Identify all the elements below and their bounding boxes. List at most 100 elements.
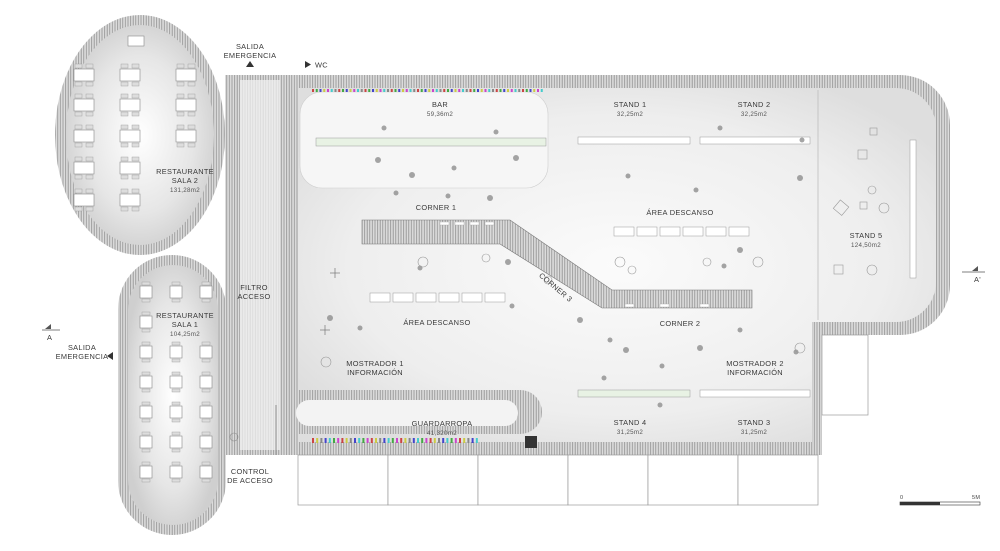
dining-table bbox=[175, 93, 197, 117]
right-annex bbox=[821, 334, 869, 416]
control-post bbox=[229, 432, 239, 442]
emergency-exit-top-sublabel: EMERGENCIA bbox=[224, 51, 277, 60]
stand4-label: STAND 4 bbox=[614, 418, 647, 427]
restaurante-sala2-tables bbox=[73, 35, 197, 212]
section-mark-left-label: A bbox=[47, 333, 52, 342]
stand3-area: 31,25m2 bbox=[741, 429, 767, 436]
restaurante1-label: RESTAURANTE bbox=[156, 311, 214, 320]
dining-table bbox=[119, 93, 141, 117]
guardarropa-label: GUARDARROPA bbox=[412, 419, 473, 428]
restaurante-sala1-tables bbox=[139, 281, 213, 483]
restaurante2-label: RESTAURANTE bbox=[156, 167, 214, 176]
dining-table bbox=[175, 124, 197, 148]
mostrador2-label: MOSTRADOR 2 bbox=[726, 359, 784, 368]
guardarropa-floor bbox=[296, 400, 518, 426]
bar-label: BAR bbox=[432, 100, 448, 109]
mostrador1-label: MOSTRADOR 1 bbox=[346, 359, 404, 368]
control-sublabel: DE ACCESO bbox=[227, 476, 273, 485]
emergency-exit-left-arrow-icon bbox=[107, 352, 113, 360]
wc-label: WC bbox=[315, 61, 328, 70]
bar-display-items bbox=[312, 89, 543, 92]
bar-area: 59,36m2 bbox=[427, 111, 453, 118]
access-marker bbox=[525, 436, 537, 448]
dining-table bbox=[175, 63, 197, 87]
rest-area-upper-label: ÁREA DESCANSO bbox=[646, 208, 713, 217]
restaurante-sala1-floor bbox=[128, 265, 218, 525]
emergency-exit-left-sublabel: EMERGENCIA bbox=[56, 352, 109, 361]
cafe-table bbox=[199, 401, 213, 423]
restaurante1-area: 104,25m2 bbox=[170, 331, 200, 338]
control-label: CONTROL bbox=[231, 467, 269, 476]
cafe-table bbox=[169, 341, 183, 363]
cafe-table bbox=[139, 371, 153, 393]
mostrador1-sublabel: INFORMACIÓN bbox=[347, 368, 403, 377]
cafe-table bbox=[169, 401, 183, 423]
crosshair-marks bbox=[320, 268, 340, 335]
restaurante2-area: 131,28m2 bbox=[170, 187, 200, 194]
dining-table bbox=[119, 124, 141, 148]
cafe-table bbox=[139, 431, 153, 453]
stand2-label: STAND 2 bbox=[738, 100, 771, 109]
corner-wall bbox=[361, 219, 753, 309]
cafe-table bbox=[199, 371, 213, 393]
stand5-area: 124,50m2 bbox=[851, 242, 881, 249]
cafe-table bbox=[169, 281, 183, 303]
stand4-area: 31,25m2 bbox=[617, 429, 643, 436]
dining-table bbox=[119, 156, 141, 180]
cafe-table bbox=[199, 461, 213, 483]
stand4-counter bbox=[577, 389, 691, 398]
scale-bar bbox=[899, 501, 981, 506]
service-table bbox=[127, 35, 145, 47]
stand1-area: 32,25m2 bbox=[617, 111, 643, 118]
dining-table bbox=[73, 124, 95, 148]
stand2-area: 32,25m2 bbox=[741, 111, 767, 118]
wc-arrow-icon bbox=[305, 61, 311, 68]
dining-table bbox=[73, 156, 95, 180]
stand3-label: STAND 3 bbox=[738, 418, 771, 427]
emergency-exit-top-label: SALIDA bbox=[236, 42, 264, 51]
scale-bar-end: 5M bbox=[972, 495, 980, 501]
stand5-furniture bbox=[832, 127, 878, 275]
emergency-exit-top-arrow-icon bbox=[246, 61, 254, 67]
filtro-sublabel: ACCESO bbox=[237, 292, 270, 301]
stand1-label: STAND 1 bbox=[614, 100, 647, 109]
mostrador2-sublabel: INFORMACIÓN bbox=[727, 368, 783, 377]
section-mark-right-label: A' bbox=[974, 275, 981, 284]
cafe-table bbox=[139, 311, 153, 333]
access-corridor-floor bbox=[240, 80, 280, 450]
dining-table bbox=[73, 188, 95, 212]
cafe-table bbox=[169, 461, 183, 483]
stand3-counter bbox=[699, 389, 811, 398]
stand5-counter bbox=[909, 139, 917, 279]
cafe-table bbox=[199, 431, 213, 453]
rest-area-benches-upper bbox=[613, 226, 750, 237]
emergency-exit-left-label: SALIDA bbox=[68, 343, 96, 352]
stand5-label: STAND 5 bbox=[850, 231, 883, 240]
cafe-table bbox=[199, 341, 213, 363]
cafe-table bbox=[139, 401, 153, 423]
dining-table bbox=[119, 63, 141, 87]
restaurante1-sublabel: SALA 1 bbox=[172, 320, 198, 329]
dining-table bbox=[73, 93, 95, 117]
cafe-table bbox=[199, 281, 213, 303]
dining-table bbox=[119, 188, 141, 212]
bottom-service-rooms bbox=[297, 454, 819, 506]
rest-area-benches-lower bbox=[369, 292, 506, 303]
corner1-lights bbox=[439, 221, 495, 226]
cafe-table bbox=[139, 341, 153, 363]
dining-table bbox=[73, 63, 95, 87]
section-mark-left bbox=[42, 324, 60, 331]
section-mark-right bbox=[962, 266, 985, 273]
cafe-table bbox=[139, 461, 153, 483]
stand2-counter bbox=[699, 136, 811, 145]
filtro-label: FILTRO bbox=[240, 283, 268, 292]
guardarropa-items bbox=[312, 438, 478, 443]
cafe-table bbox=[169, 431, 183, 453]
scale-bar-start: 0 bbox=[900, 495, 903, 501]
round-tables-main bbox=[320, 185, 890, 368]
restaurante2-sublabel: SALA 2 bbox=[172, 176, 198, 185]
corner1-label: CORNER 1 bbox=[416, 203, 457, 212]
cafe-table bbox=[169, 371, 183, 393]
cafe-table bbox=[139, 281, 153, 303]
